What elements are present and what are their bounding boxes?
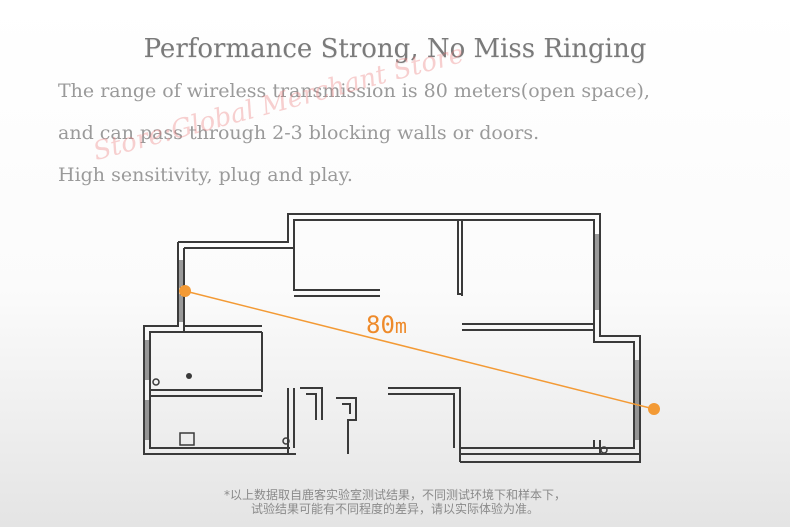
- footnote-line-2: 试验结果可能有不同程度的差异，请以实际体验为准。: [250, 502, 539, 516]
- description-line-3: High sensitivity, plug and play.: [58, 164, 353, 186]
- receiver-marker: [648, 403, 660, 415]
- description-line-2: and can pass through 2-3 blocking walls …: [58, 122, 540, 144]
- fixture-ring: [282, 437, 290, 445]
- range-line: [184, 290, 655, 410]
- range-unit: m: [394, 314, 407, 338]
- fixture-ring: [600, 446, 608, 454]
- range-value: 80: [366, 311, 395, 339]
- fixture-sink: [179, 432, 195, 446]
- footnote-line-1: *以上数据取自鹿客实验室测试结果，不同测试环境下和样本下，: [223, 488, 566, 502]
- floor-plan-walls: [143, 213, 641, 463]
- transmitter-marker: [179, 285, 191, 297]
- description-line-1: The range of wireless transmission is 80…: [58, 80, 650, 102]
- fixture-ring: [152, 378, 160, 386]
- headline: Performance Strong, No Miss Ringing: [143, 34, 647, 64]
- range-label: 80m: [366, 311, 407, 339]
- fixture-dot: [186, 373, 192, 379]
